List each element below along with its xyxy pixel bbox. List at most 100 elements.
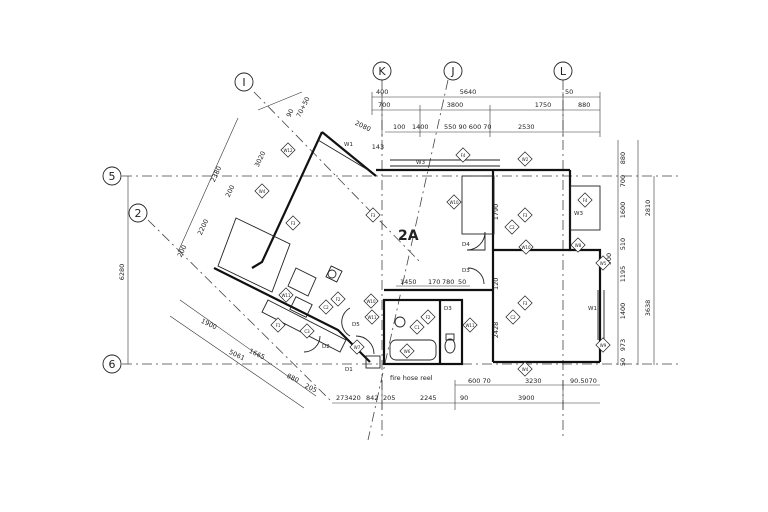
dim-mid-2428: 2428 [492, 322, 500, 339]
dim-top-700: 700 [378, 101, 390, 109]
tag-f3-left: F3 [285, 215, 301, 231]
dim-right-1195: 1195 [619, 266, 627, 283]
dim-top-400: 400 [376, 88, 388, 96]
grid-bubble-6: 6 [102, 354, 122, 374]
grid-label-j: J [450, 65, 454, 78]
tag-f4-right: F4 [577, 192, 593, 208]
dim-right-510: 510 [619, 238, 627, 250]
dim-diag-2080: 2080 [354, 119, 372, 133]
svg-text:W5: W5 [600, 261, 607, 266]
door-swings [303, 231, 486, 355]
tag-w8: W8 [570, 237, 586, 253]
dim-right-880: 880 [619, 152, 627, 164]
grid-label-5: 5 [109, 170, 116, 183]
svg-text:W6: W6 [404, 349, 411, 354]
grid-bubble-5: 5 [102, 166, 122, 186]
dim-diag-1900: 1900 [200, 317, 218, 331]
tag-w12: W12 [280, 142, 296, 158]
tag-f4-top: F4 [455, 147, 471, 163]
tag-w6: W6 [399, 343, 415, 359]
tag-w4: W4 [254, 183, 270, 199]
dim-mid-1790: 1790 [492, 204, 500, 221]
svg-text:W4: W4 [522, 367, 529, 372]
svg-text:F2: F2 [336, 297, 341, 302]
tag-w5: W5 [595, 255, 611, 271]
dim-right-900: 900 [605, 253, 613, 265]
fire-hose-reel-note: fire hose reel [390, 374, 433, 382]
svg-text:W2: W2 [522, 157, 529, 162]
svg-text:W7: W7 [354, 345, 361, 350]
svg-text:F1: F1 [276, 323, 281, 328]
kitchen-room [217, 217, 347, 353]
dim-diag-5061: 5061 [228, 348, 246, 362]
dim-diag-143: 143 [372, 143, 384, 151]
tag-f1: F1 [270, 317, 286, 333]
left-dimension: 6280 [118, 176, 129, 364]
tag-w9: W9 [595, 337, 611, 353]
dim-right-700: 700 [619, 175, 627, 187]
dim-bot-600: 600 70 [468, 377, 491, 385]
svg-text:W12: W12 [283, 148, 293, 153]
dim-mid-120: 120 [492, 278, 500, 290]
dim-diag-90: 90 [285, 108, 296, 119]
dim-right-2810: 2810 [644, 200, 652, 217]
tag-w7: W7 [349, 339, 365, 355]
dim-diag-200b: 200 [176, 244, 189, 259]
tag-f3-bed2: F3 [517, 295, 533, 311]
tag-c1: C1 [409, 319, 425, 335]
grid-bubble-l: L [553, 61, 573, 81]
dim-top-50: 50 [565, 88, 573, 96]
dim-diag-2200: 2200 [196, 218, 210, 236]
dim-bot-2245: 2245 [420, 394, 437, 402]
grid-lines [122, 79, 680, 441]
dim-top-2530: 2530 [518, 123, 535, 131]
dim-top-5640: 5640 [460, 88, 477, 96]
window-w1-top: W1 [344, 142, 353, 148]
tag-w10-bath: W10 [363, 293, 379, 309]
svg-text:W11: W11 [281, 293, 291, 298]
walls [213, 131, 602, 366]
window-labels: W1 W1 W3 W3 [344, 142, 597, 312]
svg-text:W10: W10 [366, 299, 376, 304]
dim-top-100: 100 [393, 123, 405, 131]
grid-label-6: 6 [109, 358, 116, 371]
dim-top-3800: 3800 [447, 101, 464, 109]
svg-text:C2: C2 [323, 305, 329, 310]
svg-text:W11: W11 [367, 315, 377, 320]
door-d1: D1 [345, 367, 353, 373]
tag-w11-hall: W11 [462, 317, 478, 333]
dim-bot-842: 842 [366, 394, 378, 402]
svg-text:C3: C3 [304, 329, 310, 334]
dim-bot-3900: 3900 [518, 394, 535, 402]
grid-label-k: K [378, 65, 386, 78]
svg-text:F3: F3 [523, 213, 528, 218]
dim-bot-3230: 3230 [525, 377, 542, 385]
dim-bot-273: 273420 [336, 394, 361, 402]
svg-text:W8: W8 [575, 243, 582, 248]
dim-right-3638: 3638 [644, 300, 652, 317]
svg-text:W10: W10 [449, 200, 459, 205]
dim-bot-90b: 90 [460, 394, 468, 402]
grid-bubble-k: K [372, 61, 392, 81]
dim-diag-70: 70+50 [295, 95, 312, 118]
windows [317, 139, 605, 340]
dim-diag-880: 880 [286, 372, 301, 385]
window-w1-right: W1 [588, 306, 597, 312]
dim-mid-780: 780 [442, 278, 454, 286]
dim-top-1400: 1400 [412, 123, 429, 131]
dim-diag-3020: 3020 [253, 150, 267, 168]
fire-hose-reel: fire hose reel [365, 355, 433, 382]
svg-text:C1: C1 [414, 325, 420, 330]
window-w3-top: W3 [416, 160, 425, 166]
svg-text:F4: F4 [461, 153, 466, 158]
svg-text:F3: F3 [523, 301, 528, 306]
tag-w11-kitchen: W11 [278, 287, 294, 303]
dim-bot-205: 205 [383, 394, 395, 402]
tag-w2: W2 [517, 151, 533, 167]
tag-f3-main: F3 [365, 207, 381, 223]
top-dimension-chains: 400 5640 50 700 3800 1750 880 100 1400 5… [371, 88, 601, 137]
dim-right-973: 973 [619, 339, 627, 351]
door-d3b: D3 [444, 306, 452, 312]
finish-tags: W12 W4 F3 F3 F3 F3 F4 W2 [254, 142, 611, 377]
